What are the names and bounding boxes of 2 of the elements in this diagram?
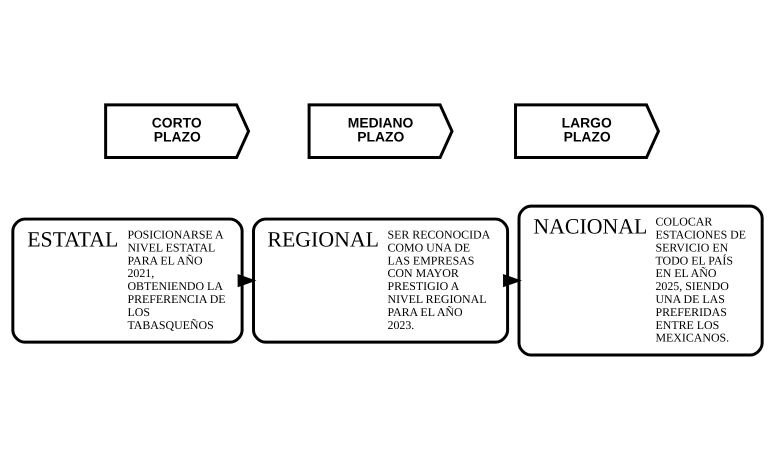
arrow <box>238 274 256 288</box>
arrow <box>503 274 522 288</box>
